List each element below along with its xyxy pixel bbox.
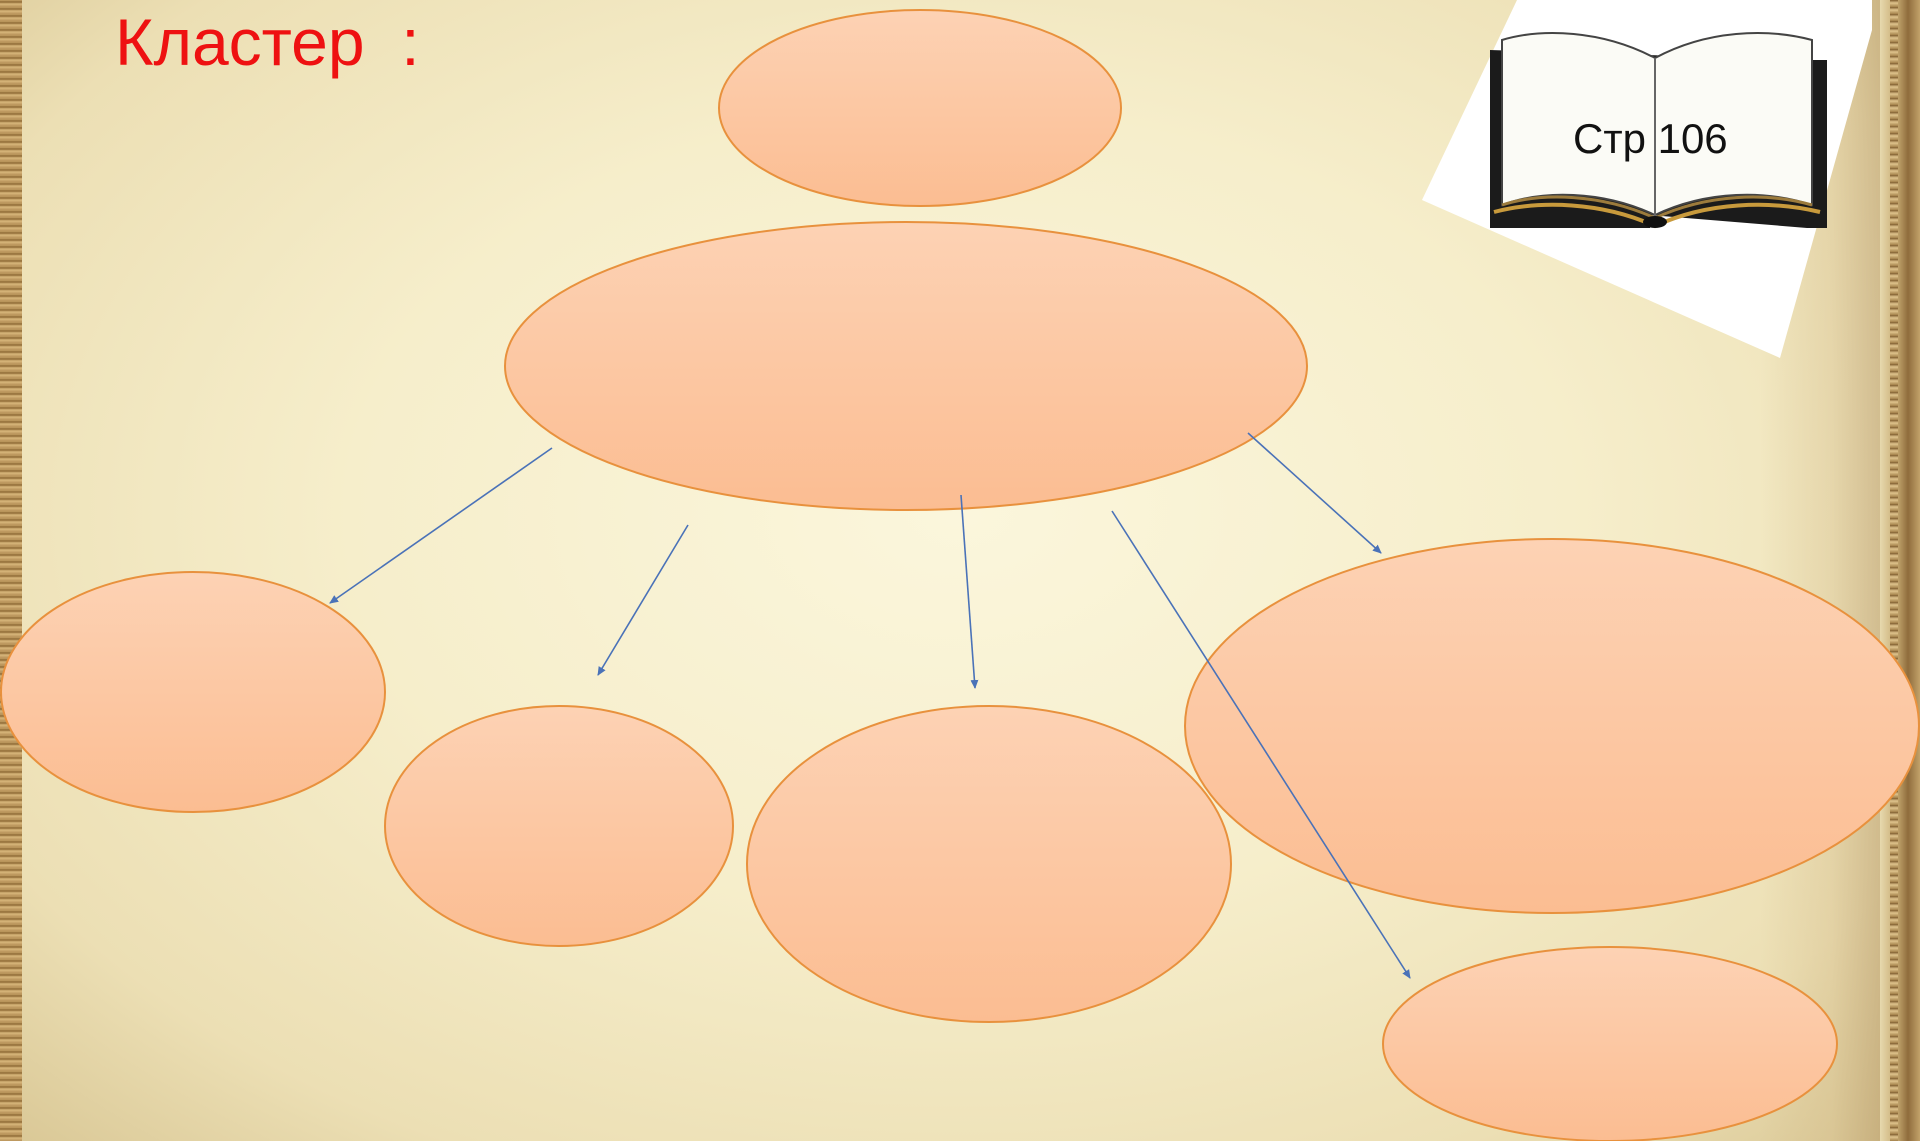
cluster-node-left — [0, 571, 386, 813]
cluster-node-center-bottom — [746, 705, 1232, 1023]
slide-title: Кластер : — [115, 5, 420, 79]
connector-arrow-center-left — [597, 524, 689, 676]
connector-arrow-bottom-right — [1111, 510, 1411, 979]
connector-arrow-center-bottom — [960, 494, 979, 689]
cluster-node-right-large — [1184, 538, 1920, 914]
cluster-node-bottom-right — [1382, 946, 1838, 1141]
cluster-node-top — [718, 9, 1122, 207]
connector-arrow-right-large — [1247, 432, 1382, 554]
decorative-frame-right — [1880, 0, 1920, 1141]
page-reference-label: Стр 106 — [1573, 115, 1728, 162]
connector-arrow-left — [329, 447, 553, 604]
decorative-frame-left — [0, 0, 22, 1141]
cluster-node-center-left — [384, 705, 734, 947]
open-book-icon — [1422, 0, 1872, 358]
cluster-node-center — [504, 221, 1308, 511]
